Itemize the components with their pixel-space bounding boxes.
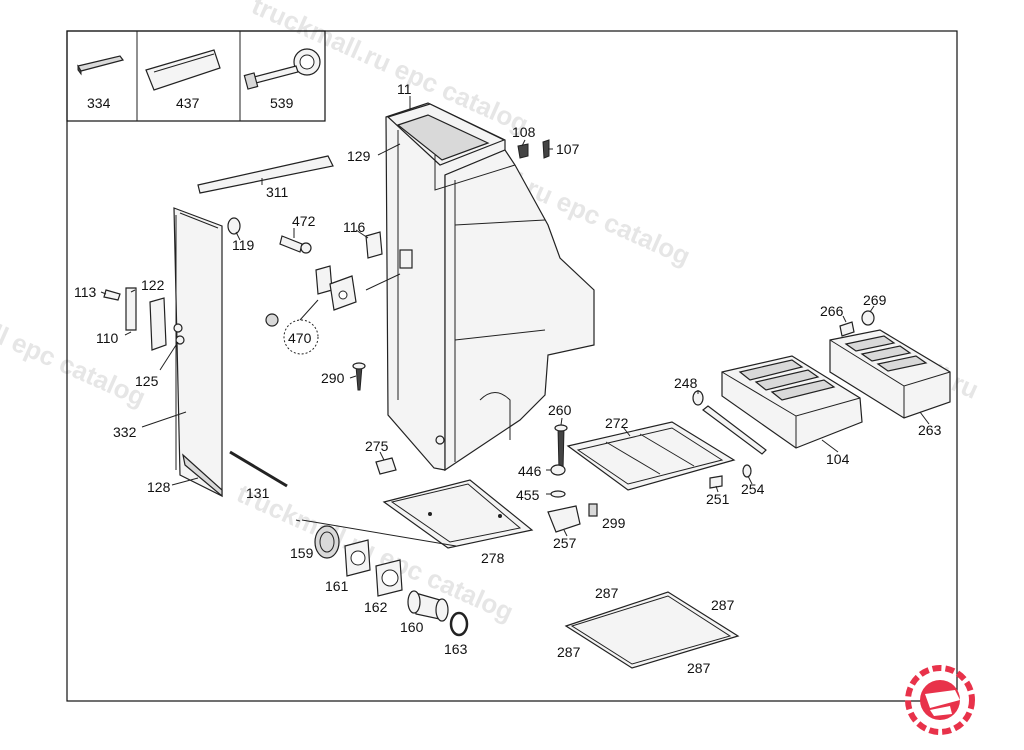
part-278-plate-shape xyxy=(301,479,534,549)
truckmallparts-logo xyxy=(905,665,975,735)
callout-11: 11 xyxy=(397,81,412,97)
callout-113: 113 xyxy=(74,284,97,300)
inset-label-437: 437 xyxy=(176,95,200,111)
inset-parts-box: 334 437 539 xyxy=(66,30,326,122)
part-539-key-shape xyxy=(243,48,321,90)
callout-107: 107 xyxy=(556,141,580,157)
callout-110: 110 xyxy=(96,330,119,346)
callout-260: 260 xyxy=(548,402,572,418)
callout-266: 266 xyxy=(820,303,844,319)
part-bar-shape xyxy=(702,405,767,455)
callout-290: 290 xyxy=(321,370,345,386)
callout-131: 131 xyxy=(246,485,270,501)
part-437-shape xyxy=(145,49,221,91)
watermark-text: ll epc catalog xyxy=(0,318,150,412)
callout-labels: 11 129 108 107 311 472 116 119 113 122 1… xyxy=(74,81,942,676)
duct-parts-shapes xyxy=(314,525,469,637)
part-287-seal-frame-shape xyxy=(564,591,740,669)
part-334-shape xyxy=(77,55,125,76)
callout-470: 470 xyxy=(288,330,312,346)
callout-161: 161 xyxy=(325,578,349,594)
cabinet-housing-part-11 xyxy=(385,102,595,472)
part-311-shape xyxy=(197,155,334,194)
inset-label-539: 539 xyxy=(270,95,294,111)
callout-299: 299 xyxy=(602,515,626,531)
callout-455: 455 xyxy=(516,487,540,503)
part-470-callout-circle xyxy=(283,319,319,355)
callout-287-left: 287 xyxy=(557,644,581,660)
callout-287-bottom: 287 xyxy=(687,660,711,676)
callout-104: 104 xyxy=(826,451,850,467)
part-263-cover-shape xyxy=(829,329,951,419)
small-parts xyxy=(103,139,875,533)
part-272-tray-shape xyxy=(566,421,736,491)
callout-332: 332 xyxy=(113,424,137,440)
callout-116: 116 xyxy=(343,219,366,235)
callout-287-right: 287 xyxy=(711,597,735,613)
callout-125: 125 xyxy=(135,373,159,389)
callout-248: 248 xyxy=(674,375,698,391)
callout-108: 108 xyxy=(512,124,536,140)
leader-lines xyxy=(100,96,930,537)
callout-269: 269 xyxy=(863,292,887,308)
callout-446: 446 xyxy=(518,463,542,479)
callout-272: 272 xyxy=(605,415,629,431)
callout-128: 128 xyxy=(147,479,171,495)
side-door-panel-shape xyxy=(173,207,223,498)
callout-122: 122 xyxy=(141,277,165,293)
callout-160: 160 xyxy=(400,619,424,635)
callout-311: 311 xyxy=(266,184,289,200)
callout-257: 257 xyxy=(553,535,577,551)
callout-162: 162 xyxy=(364,599,388,615)
callout-129: 129 xyxy=(347,148,371,164)
diagram-frame xyxy=(66,30,958,702)
callout-119: 119 xyxy=(232,237,255,253)
callout-472: 472 xyxy=(292,213,316,229)
callout-275: 275 xyxy=(365,438,389,454)
callout-254: 254 xyxy=(741,481,765,497)
callout-251: 251 xyxy=(706,491,730,507)
part-131-rod xyxy=(229,450,288,488)
callout-278: 278 xyxy=(481,550,505,566)
callout-159: 159 xyxy=(290,545,314,561)
callout-163: 163 xyxy=(444,641,468,657)
inset-label-334: 334 xyxy=(87,95,111,111)
callout-263: 263 xyxy=(918,422,942,438)
part-104-cover-shape xyxy=(721,355,863,449)
callout-287-top: 287 xyxy=(595,585,619,601)
